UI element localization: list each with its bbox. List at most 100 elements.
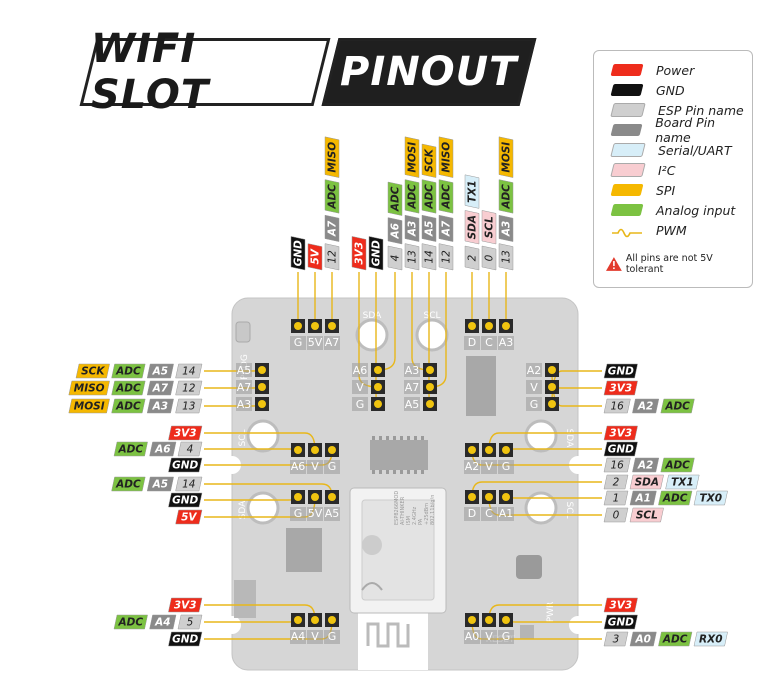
header-pin bbox=[468, 616, 476, 624]
left-tag-13: 13 bbox=[182, 401, 195, 413]
header-pin bbox=[311, 616, 319, 624]
pin-tag-shape bbox=[175, 380, 203, 396]
top-tag-sda: SDA bbox=[467, 215, 479, 239]
left-tag-5v: 5V bbox=[181, 512, 197, 524]
pin-label-a0: A0 bbox=[465, 630, 480, 643]
antenna-trace bbox=[366, 622, 410, 648]
pin-tag-group: ADC bbox=[404, 179, 420, 214]
left-tag-a3: A3 bbox=[152, 401, 168, 413]
left-tag-gnd: GND bbox=[172, 495, 198, 507]
top-tag-mosi: MOSI bbox=[501, 142, 513, 173]
top-tag-adc: ADC bbox=[327, 184, 339, 210]
pin-label-bg bbox=[464, 336, 480, 350]
board-silkscreen-sda: SDA bbox=[363, 311, 382, 321]
left-tag-a6: A6 bbox=[154, 444, 170, 456]
pin-label-g: G bbox=[328, 460, 337, 473]
pin-tag-shape bbox=[324, 243, 340, 271]
pin-tag-group: MISO bbox=[324, 136, 340, 178]
top-tag-5v: 5V bbox=[310, 248, 322, 264]
top-tag-4: 4 bbox=[390, 255, 402, 262]
pin-tag-shape bbox=[498, 136, 514, 178]
board-silkscreen-sda: SDA bbox=[238, 500, 248, 519]
pin-tag-shape bbox=[421, 179, 437, 214]
right-tag-adc: ADC bbox=[664, 401, 690, 413]
pin-tag-shape bbox=[660, 398, 695, 414]
pin-tag-group: 14 bbox=[175, 476, 203, 492]
header-pin bbox=[311, 446, 319, 454]
pin-tag-group: A6 bbox=[149, 441, 177, 457]
pin-label-g: G bbox=[502, 630, 511, 643]
pin-label-v: V bbox=[530, 381, 538, 394]
module-marking: +25dBm bbox=[424, 503, 430, 525]
pin-tag-group: 3V3 bbox=[168, 597, 203, 613]
header-pin bbox=[502, 493, 510, 501]
pin-tag-shape bbox=[464, 245, 480, 271]
right-tag-adc: ADC bbox=[662, 493, 688, 505]
pin-tag-group: GND bbox=[290, 236, 306, 271]
ic-chip bbox=[466, 356, 496, 416]
pin-tag-group: A3 bbox=[498, 214, 514, 242]
left-tag-adc: ADC bbox=[115, 383, 141, 395]
usb-connector bbox=[234, 580, 256, 618]
left-tag-adc: ADC bbox=[115, 479, 141, 491]
pin-tag-group: TX0 bbox=[693, 490, 728, 506]
pin-tag-shape bbox=[629, 474, 664, 490]
left-tag-12: 12 bbox=[182, 383, 196, 395]
ic-pin bbox=[393, 470, 396, 474]
pin-tag-shape bbox=[113, 614, 148, 630]
pin-tag-shape bbox=[68, 380, 110, 396]
pin-tag-group: 3V3 bbox=[603, 597, 638, 613]
top-tag-tx1: TX1 bbox=[467, 180, 479, 203]
left-tag-3v3: 3V3 bbox=[174, 600, 197, 612]
pin-label-bg bbox=[481, 507, 497, 521]
top-tag-12: 12 bbox=[441, 250, 453, 264]
pin-label-bg bbox=[307, 336, 323, 350]
header-pin bbox=[311, 493, 319, 501]
top-tag-adc: ADC bbox=[441, 184, 453, 210]
pin-label-bg bbox=[307, 460, 323, 474]
pin-tag-shape bbox=[438, 214, 454, 242]
pin-label-5v: 5V bbox=[308, 336, 323, 349]
top-tag-a7: A7 bbox=[441, 220, 453, 237]
top-tag-adc: ADC bbox=[407, 184, 419, 210]
pin-label-bg bbox=[290, 630, 306, 644]
mounting-hole bbox=[524, 419, 558, 453]
module-marking: ESP8266MOD bbox=[394, 491, 400, 525]
module-marking: ISM bbox=[406, 516, 412, 525]
pin-tag-shape bbox=[693, 631, 728, 647]
left-tag-miso: MISO bbox=[74, 383, 105, 395]
pin-tag-shape bbox=[603, 490, 629, 506]
right-tag-gnd: GND bbox=[608, 366, 634, 378]
pin-label-bg bbox=[352, 363, 368, 377]
pin-tag-shape bbox=[146, 363, 174, 379]
pin-tag-group: A5 bbox=[421, 214, 437, 242]
pin-label-a7: A7 bbox=[405, 381, 420, 394]
right-tag-a2: A2 bbox=[637, 460, 653, 472]
pin-label-bg bbox=[464, 630, 480, 644]
header-pin bbox=[294, 616, 302, 624]
pin-label-a6: A6 bbox=[353, 364, 368, 377]
left-tag-sck: SCK bbox=[81, 366, 105, 378]
legend-label: SPI bbox=[656, 182, 676, 198]
wifi-logo-icon bbox=[361, 582, 383, 591]
pin-label-a7: A7 bbox=[325, 336, 340, 349]
pin-tag-group: A7 bbox=[324, 214, 340, 242]
header-pin bbox=[468, 446, 476, 454]
pin-label-a3: A3 bbox=[237, 398, 252, 411]
header-pin bbox=[294, 322, 302, 330]
pin-label-a3: A3 bbox=[499, 336, 514, 349]
header-pin bbox=[258, 400, 266, 408]
pin-tag-shape bbox=[168, 631, 203, 647]
module-marking: AI-THINKER bbox=[400, 496, 406, 525]
ic-pin bbox=[372, 436, 375, 440]
board-silkscreen-pwr: PWR bbox=[546, 602, 556, 623]
pin-tag-group: ADC bbox=[111, 476, 146, 492]
pin-label-bg bbox=[290, 336, 306, 350]
right-tag-scl: SCL bbox=[636, 510, 658, 522]
legend-label: Serial/UART bbox=[658, 142, 732, 158]
pin-tag-shape bbox=[481, 210, 497, 245]
pin-tag-shape bbox=[498, 179, 514, 214]
pin-tag-group: ADC bbox=[658, 490, 693, 506]
left-tag-adc: ADC bbox=[118, 444, 144, 456]
